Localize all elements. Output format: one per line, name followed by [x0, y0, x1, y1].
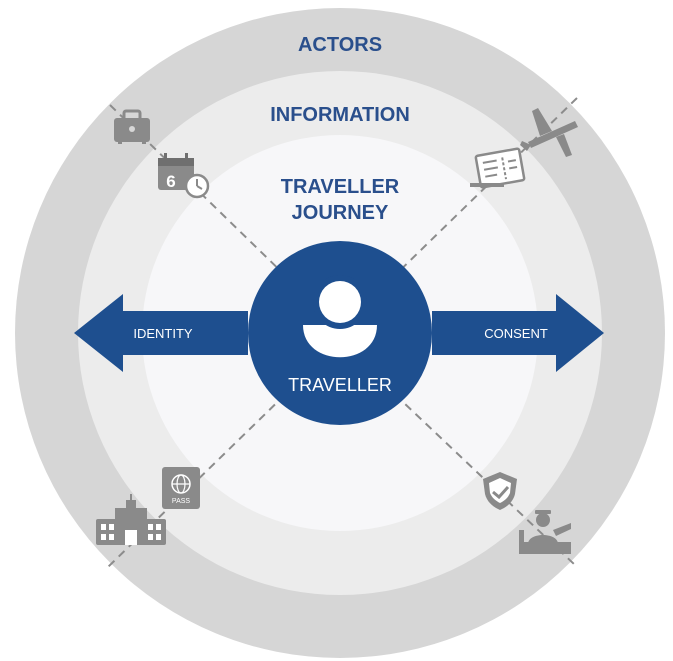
journey-label-line2: JOURNEY: [292, 202, 389, 224]
traveller-person-icon: [303, 275, 377, 358]
boarding-pass-icon: [470, 147, 526, 189]
journey-label-line1: TRAVELLER: [281, 176, 400, 198]
security-shield-icon: [483, 472, 517, 510]
svg-text:6: 6: [166, 172, 175, 191]
airplane-icon: [520, 108, 578, 157]
border-officer-icon: [519, 510, 571, 554]
identity-label: IDENTITY: [133, 326, 193, 341]
passport-label: PASS: [172, 498, 190, 505]
passport-icon: PASS: [162, 467, 200, 509]
information-label: INFORMATION: [270, 104, 410, 126]
suitcase-icon: [114, 109, 150, 144]
government-building-icon: [96, 494, 166, 545]
identity-arrow: IDENTITY: [74, 294, 248, 372]
consent-arrow: CONSENT: [432, 294, 604, 372]
actors-label: ACTORS: [298, 34, 382, 56]
consent-label: CONSENT: [484, 326, 548, 341]
traveller-label: TRAVELLER: [288, 375, 392, 395]
calendar-clock-icon: 6: [158, 153, 210, 199]
